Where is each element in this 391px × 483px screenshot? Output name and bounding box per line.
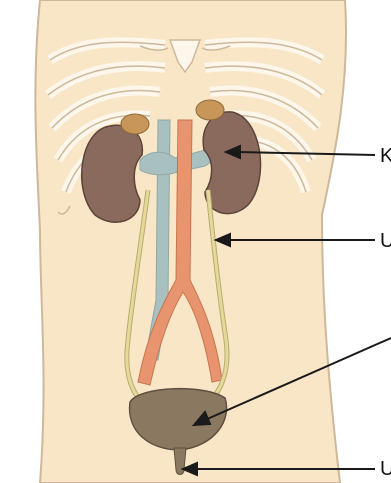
urethra-label: U <box>380 459 391 479</box>
kidney-label: K <box>380 146 391 166</box>
left-adrenal-gland <box>121 114 149 134</box>
right-adrenal-gland <box>196 100 224 120</box>
ureter-label: U <box>380 231 391 251</box>
